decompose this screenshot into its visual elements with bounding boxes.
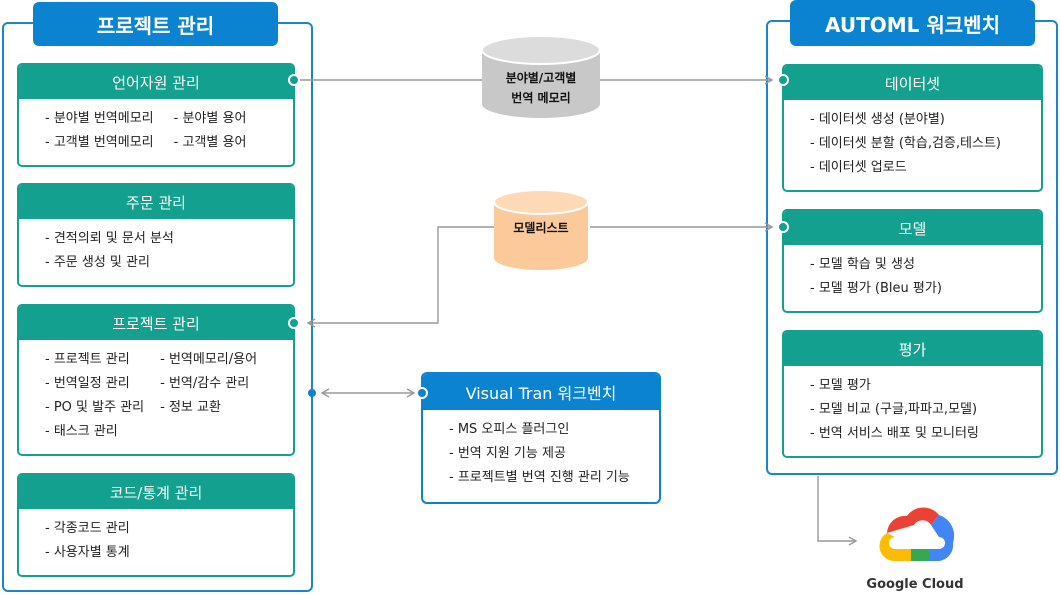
- list-item: 분야별 용어: [174, 107, 246, 131]
- list-item: 데이터셋 생성 (분야별): [810, 108, 1041, 132]
- list-item: 번역 서비스 배포 및 모니터링: [810, 422, 1041, 446]
- translation-memory-label: 분야별/고객별 번역 메모리: [505, 71, 577, 105]
- connector-dot: [777, 221, 789, 233]
- model-list-database-icon: [493, 189, 589, 270]
- list-item: 모델 학습 및 생성: [810, 253, 1041, 277]
- visual-tran-workbench-card[interactable]: Visual Tran 워크벤치 MS 오피스 플러그인 번역 지원 기능 제공…: [421, 372, 661, 504]
- connector-dot: [288, 317, 300, 329]
- translation-memory-database-icon: [481, 35, 601, 118]
- list-item: 데이터셋 분할 (학습,검증,테스트): [810, 132, 1041, 156]
- list-item: 번역 지원 기능 제공: [449, 442, 659, 466]
- code-statistics-card[interactable]: 코드/통계 관리 각종코드 관리 사용자별 통계: [17, 473, 295, 577]
- order-management-card[interactable]: 주문 관리 견적의뢰 및 문서 분석 주문 생성 및 관리: [17, 183, 295, 287]
- list-item: 모델 평가: [810, 374, 1041, 398]
- model-list-label: 모델리스트: [513, 221, 569, 235]
- list-item: 주문 생성 및 관리: [45, 251, 293, 275]
- list-item: 사용자별 통계: [45, 541, 293, 565]
- list-item: 모델 비교 (구글,파파고,모델): [810, 398, 1041, 422]
- card-title: 프로젝트 관리: [19, 306, 293, 340]
- list-item: 고객별 번역메모리: [45, 131, 154, 155]
- list-item: 견적의뢰 및 문서 분석: [45, 227, 293, 251]
- connector-line: [306, 226, 494, 328]
- card-title: 모델: [784, 211, 1041, 245]
- list-item: 번역메모리/용어: [160, 348, 257, 372]
- list-item: 모델 평가 (Bleu 평가): [810, 277, 1041, 301]
- list-item: 프로젝트 관리: [45, 348, 144, 372]
- list-item: PO 및 발주 관리: [45, 396, 144, 420]
- model-card[interactable]: 모델 모델 학습 및 생성 모델 평가 (Bleu 평가): [782, 209, 1043, 313]
- card-title: 평가: [784, 332, 1041, 366]
- list-item: 번역/감수 관리: [160, 372, 257, 396]
- google-cloud-logo-icon: [879, 507, 955, 562]
- card-title: Visual Tran 워크벤치: [423, 374, 659, 410]
- connector-dot: [416, 387, 428, 399]
- card-title: 데이터셋: [784, 66, 1041, 100]
- connector-dot: [288, 74, 300, 86]
- list-item: 정보 교환: [160, 396, 257, 420]
- connector-line: [817, 476, 858, 546]
- card-title: 코드/통계 관리: [19, 475, 293, 509]
- list-item: 분야별 번역메모리: [45, 107, 154, 131]
- project-card[interactable]: 프로젝트 관리 프로젝트 관리 번역일정 관리 PO 및 발주 관리 태스크 관…: [17, 304, 295, 456]
- list-item: 프로젝트별 번역 진행 관리 기능: [449, 466, 659, 490]
- dataset-card[interactable]: 데이터셋 데이터셋 생성 (분야별) 데이터셋 분할 (학습,검증,테스트) 데…: [782, 64, 1043, 192]
- list-item: 태스크 관리: [45, 420, 144, 444]
- google-cloud-label: Google Cloud: [866, 577, 964, 592]
- list-item: 데이터셋 업로드: [810, 156, 1041, 180]
- evaluation-card[interactable]: 평가 모델 평가 모델 비교 (구글,파파고,모델) 번역 서비스 배포 및 모…: [782, 330, 1043, 458]
- card-title: 언어자원 관리: [19, 65, 293, 99]
- list-item: 고객별 용어: [174, 131, 246, 155]
- list-item: 번역일정 관리: [45, 372, 144, 396]
- language-resource-card[interactable]: 언어자원 관리 분야별 번역메모리 고객별 번역메모리 분야별 용어 고객별 용…: [17, 63, 295, 167]
- connector-dot: [308, 389, 316, 397]
- project-management-title: 프로젝트 관리: [33, 2, 278, 46]
- card-title: 주문 관리: [19, 185, 293, 219]
- list-item: 각종코드 관리: [45, 517, 293, 541]
- connector-dot: [777, 74, 789, 86]
- list-item: MS 오피스 플러그인: [449, 418, 659, 442]
- automl-workbench-title: AUTOML 워크벤치: [790, 0, 1035, 46]
